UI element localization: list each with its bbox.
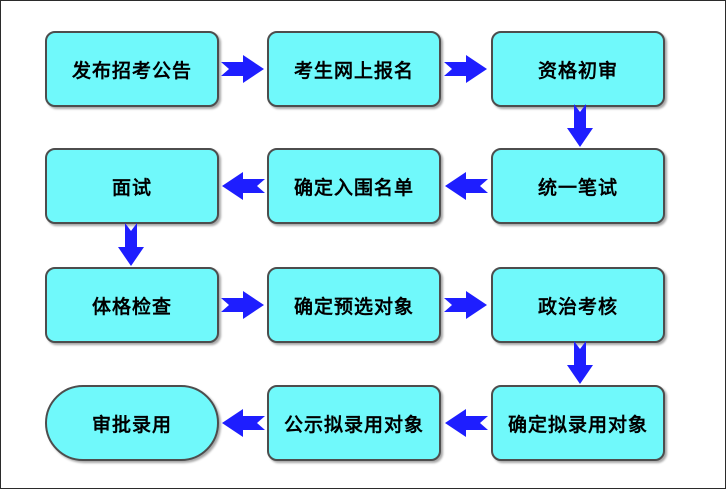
node-written-exam: 统一笔试 [491, 148, 665, 224]
node-publicity-label: 公示拟录用对象 [283, 414, 424, 436]
node-shortlist: 确定入围名单 [267, 148, 441, 224]
arrow-political-review-to-proposed-candidates [567, 341, 593, 384]
arrow-announcement-to-registration [221, 55, 264, 83]
node-initial-qualification-review-label: 资格初审 [537, 60, 618, 82]
node-interview-label: 面试 [111, 177, 152, 199]
node-physical-exam-label: 体格检查 [91, 296, 172, 318]
node-preselection: 确定预选对象 [267, 267, 441, 343]
node-proposed-candidates: 确定拟录用对象 [491, 385, 665, 461]
node-online-registration-label: 考生网上报名 [293, 60, 414, 82]
arrow-registration-to-initial-review [444, 55, 487, 83]
node-physical-exam: 体格检查 [45, 267, 219, 343]
node-proposed-candidates-label: 确定拟录用对象 [507, 414, 648, 436]
node-preselection-label: 确定预选对象 [293, 296, 414, 318]
arrow-proposed-candidates-to-publicity [445, 409, 488, 437]
node-approval-hiring-label: 审批录用 [91, 414, 172, 436]
node-political-review: 政治考核 [491, 267, 665, 343]
node-initial-qualification-review: 资格初审 [491, 31, 665, 107]
node-announcement: 发布招考公告 [45, 31, 219, 107]
arrow-physical-exam-to-preselection [221, 291, 264, 319]
node-announcement-label: 发布招考公告 [71, 60, 192, 82]
node-written-exam-label: 统一笔试 [537, 177, 618, 199]
arrow-written-exam-to-shortlist [445, 172, 488, 200]
node-online-registration: 考生网上报名 [267, 31, 441, 107]
arrow-interview-to-physical-exam [118, 223, 144, 266]
node-political-review-label: 政治考核 [537, 296, 618, 318]
node-shortlist-label: 确定入围名单 [293, 177, 414, 199]
node-approval-hiring: 审批录用 [45, 385, 219, 461]
arrow-shortlist-to-interview [222, 172, 265, 200]
arrow-publicity-to-approval [222, 409, 265, 437]
arrow-initial-review-to-written-exam [567, 104, 593, 147]
node-publicity: 公示拟录用对象 [267, 385, 441, 461]
node-interview: 面试 [45, 148, 219, 224]
arrow-preselection-to-political-review [444, 291, 487, 319]
